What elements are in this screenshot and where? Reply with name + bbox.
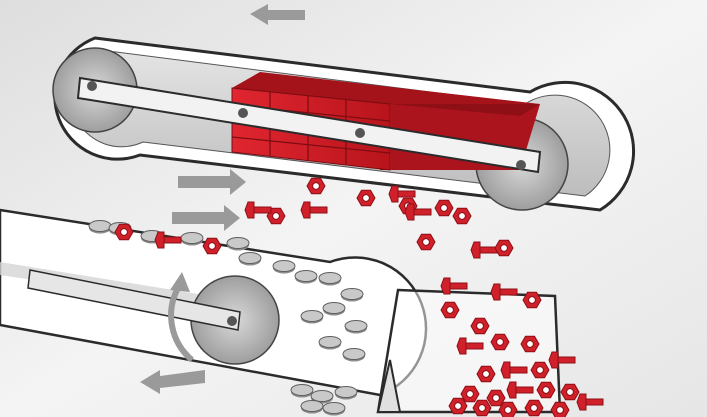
washer-icon: [181, 233, 203, 246]
washer-icon: [343, 349, 365, 362]
hex-nut-icon: [561, 384, 579, 400]
hex-nut-icon: [531, 362, 549, 378]
hex-nut-icon: [441, 302, 459, 318]
hex-nut-icon: [357, 190, 375, 206]
hex-nut-icon: [499, 402, 517, 417]
washer-icon: [341, 289, 363, 302]
lower-axle: [227, 316, 237, 326]
washer-icon: [301, 311, 323, 324]
hex-nut-icon: [307, 178, 325, 194]
hex-nut-icon: [525, 400, 543, 416]
washer-icon: [301, 401, 323, 414]
hex-nut-icon: [203, 238, 221, 254]
washer-icon: [273, 261, 295, 274]
washer-icon: [345, 321, 367, 334]
axle-left: [87, 81, 97, 91]
hex-nut-icon: [435, 200, 453, 216]
washer-icon: [89, 221, 111, 234]
hex-nut-icon: [449, 398, 467, 414]
washer-icon: [323, 303, 345, 316]
hex-nut-icon: [521, 336, 539, 352]
hex-nut-icon: [491, 334, 509, 350]
washer-icon: [295, 271, 317, 284]
washer-icon: [323, 403, 345, 416]
arm-bolt-2: [355, 128, 365, 138]
hex-nut-icon: [523, 292, 541, 308]
washer-icon: [291, 385, 313, 398]
hex-nut-icon: [477, 366, 495, 382]
hex-nut-icon: [417, 234, 435, 250]
washer-icon: [319, 337, 341, 350]
hex-nut-icon: [453, 208, 471, 224]
washer-icon: [227, 238, 249, 251]
hex-nut-icon: [473, 400, 491, 416]
axle-right: [516, 160, 526, 170]
hex-nut-icon: [537, 382, 555, 398]
washer-icon: [319, 273, 341, 286]
hex-nut-icon: [495, 240, 513, 256]
hex-nut-icon: [551, 402, 569, 417]
hex-nut-icon: [115, 224, 133, 240]
washer-icon: [239, 253, 261, 266]
arm-bolt-1: [238, 108, 248, 118]
hex-nut-icon: [471, 318, 489, 334]
washer-icon: [335, 387, 357, 400]
